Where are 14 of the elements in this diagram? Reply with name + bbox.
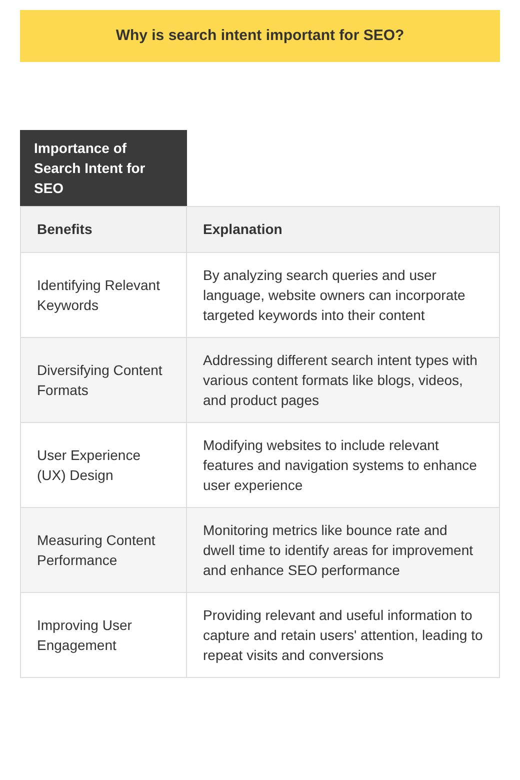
table-cell-text: By analyzing search queries and user language, website owners can incorporate targeted keywords into their content [203, 266, 466, 325]
column-header: Benefits [21, 207, 187, 252]
table-cell-text: Identifying Relevant Keywords [37, 276, 161, 315]
column-header: Explanation [202, 220, 284, 239]
table-cell-text: Addressing different search intent types with various content formats like blogs, videos, and product pages [203, 351, 478, 410]
table-cell-text: User Experience (UX) Design [37, 446, 142, 485]
title-banner: Why is search intent important for SEO? [20, 10, 500, 62]
table-cell-text: Measuring Content Performance [37, 531, 156, 570]
table-cell-text: Providing relevant and useful information to capture and retain users' attention, leading to repeat visits and conversions [203, 606, 483, 665]
table-cell-text: Monitoring metrics like bounce rate and dwell time to identify areas for improvement and enhance SEO performance [203, 521, 474, 580]
table-cell-text: Diversifying Content Formats [37, 361, 164, 400]
table-cell-text: Improving User Engagement [37, 616, 133, 655]
table-cell-text: Modifying websites to include relevant features and navigation systems to enhance user experience [203, 436, 478, 495]
table-header-cell: Importance of Search Intent for SEO [20, 130, 187, 206]
